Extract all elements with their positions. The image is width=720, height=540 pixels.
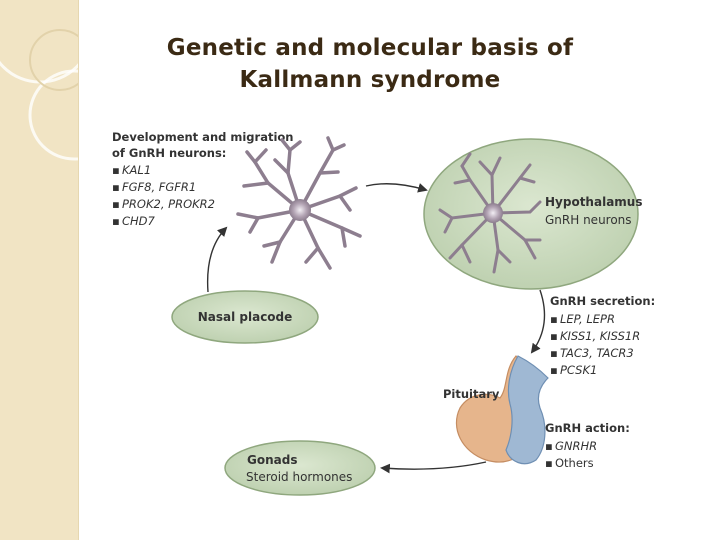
title-line-1: Genetic and molecular basis of <box>166 35 574 61</box>
bullet: ▪ <box>550 363 558 377</box>
arrow-placode-to-neuron <box>206 226 228 293</box>
decorative-sidebar <box>0 0 79 540</box>
bullet: ▪ <box>550 312 558 326</box>
gene-item: KAL1 <box>122 163 151 177</box>
bullet: ▪ <box>112 180 120 194</box>
gonads-oval: Gonads Steroid hormones <box>224 440 376 496</box>
gene-item: KISS1, KISS1R <box>560 329 640 343</box>
arrow-to-gonads <box>380 461 487 474</box>
development-heading-1: Development and migration <box>112 130 293 144</box>
nasal-placode-label: Nasal placode <box>198 310 293 324</box>
secretion-block: GnRH secretion: ▪ LEP, LEPR ▪ KISS1, KIS… <box>550 294 655 377</box>
action-heading: GnRH action: <box>545 421 630 435</box>
title-line-2: Kallmann syndrome <box>239 67 501 93</box>
gonads-title: Gonads <box>247 453 297 467</box>
arrow-to-pituitary <box>530 289 546 354</box>
bullet: ▪ <box>112 163 120 177</box>
bullet: ▪ <box>550 346 558 360</box>
hypothalamus-title: Hypothalamus <box>545 195 642 209</box>
gene-item: FGF8, FGFR1 <box>122 180 196 194</box>
hypothalamus-neuron-soma <box>483 203 503 223</box>
bullet: ▪ <box>112 214 120 228</box>
gene-item: Others <box>555 456 594 470</box>
pituitary-label: Pituitary <box>443 387 500 401</box>
gene-item: CHD7 <box>122 214 156 228</box>
sidebar-circles-decoration <box>0 29 78 161</box>
hypothalamus-neuron <box>438 152 542 274</box>
development-gene-list: ▪ KAL1 ▪ FGF8, FGFR1 ▪ PROK2, PROKR2 ▪ C… <box>112 163 215 228</box>
bullet: ▪ <box>112 197 120 211</box>
slide-title: Genetic and molecular basis of Kallmann … <box>90 32 650 96</box>
gene-item: PROK2, PROKR2 <box>122 197 215 211</box>
gene-item: PCSK1 <box>560 363 597 377</box>
nasal-placode-oval: Nasal placode <box>171 290 319 344</box>
action-block: GnRH action: ▪ GNRHR ▪ Others <box>545 421 630 470</box>
hypothalamus-subtitle: GnRH neurons <box>545 213 632 227</box>
migrating-neuron-soma <box>289 199 311 221</box>
development-heading-2: of GnRH neurons: <box>112 146 226 160</box>
secretion-heading: GnRH secretion: <box>550 294 655 308</box>
hypothalamus-oval: Hypothalamus GnRH neurons <box>423 138 642 290</box>
migrating-neuron <box>236 136 362 270</box>
pituitary-gland: Pituitary <box>443 355 549 465</box>
development-block: Development and migration of GnRH neuron… <box>112 130 293 228</box>
gene-item: TAC3, TACR3 <box>560 346 634 360</box>
gonads-subtitle: Steroid hormones <box>246 470 352 484</box>
bullet: ▪ <box>545 439 553 453</box>
pituitary-posterior <box>505 355 549 465</box>
bullet: ▪ <box>550 329 558 343</box>
gene-item: LEP, LEPR <box>560 312 615 326</box>
arrow-to-hypothalamus <box>365 183 428 193</box>
gene-item: GNRHR <box>555 439 597 453</box>
bullet: ▪ <box>545 456 553 470</box>
